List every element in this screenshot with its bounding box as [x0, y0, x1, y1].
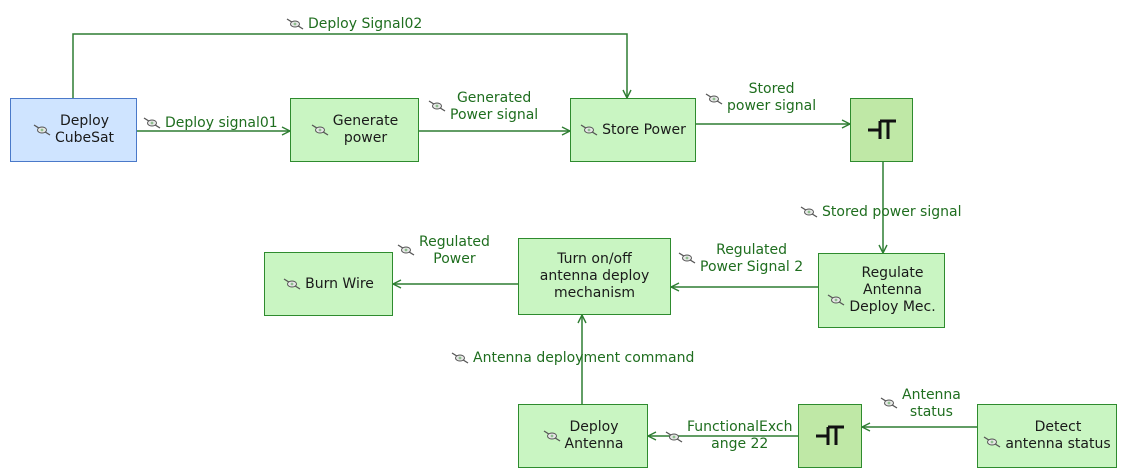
functional-exchange-icon [451, 352, 469, 364]
function-detect-antenna-status[interactable]: Detect antenna status [977, 404, 1117, 468]
exchange-label-regulated-power[interactable]: Regulated Power [397, 234, 490, 268]
function-icon [827, 294, 845, 306]
node-label: Detect antenna status [1005, 419, 1111, 452]
functional-exchange-icon [880, 397, 898, 409]
exchange-label-antenna-status[interactable]: Antenna status [880, 387, 961, 421]
function-icon [580, 124, 598, 136]
function-regulate-antenna[interactable]: Regulate Antenna Deploy Mec. [818, 253, 945, 328]
control-gate-bottom[interactable] [798, 404, 862, 468]
exchange-label-stored-power-signal-top[interactable]: Stored power signal [705, 81, 816, 115]
functional-exchange-icon [286, 18, 304, 30]
exchange-label-generated-power-signal[interactable]: Generated Power signal [428, 90, 538, 124]
exchange-label-functional-exchange-22[interactable]: FunctionalExch ange 22 [665, 419, 792, 453]
control-gate-icon [816, 425, 844, 445]
exchange-label-deploy-signal02[interactable]: Deploy Signal02 [286, 16, 422, 33]
functional-exchange-icon [397, 244, 415, 256]
edge-deploy-signal02[interactable] [72, 33, 627, 98]
functional-exchange-icon [705, 93, 723, 105]
exchange-label-antenna-deployment-command[interactable]: Antenna deployment command [451, 350, 694, 367]
function-icon [283, 278, 301, 290]
functional-exchange-icon [800, 206, 818, 218]
function-burn-wire[interactable]: Burn Wire [264, 252, 393, 316]
function-generate-power[interactable]: Generate power [290, 98, 419, 162]
exchange-label-regulated-power-signal-2[interactable]: Regulated Power Signal 2 [678, 242, 803, 276]
function-icon [543, 430, 561, 442]
functional-exchange-icon [428, 100, 446, 112]
function-store-power[interactable]: Store Power [570, 98, 696, 162]
functional-exchange-icon [678, 252, 696, 264]
exchange-label-stored-power-signal-down[interactable]: Stored power signal [800, 204, 961, 221]
functional-exchange-icon [665, 431, 683, 443]
function-icon [311, 124, 329, 136]
functional-exchange-icon [143, 117, 161, 129]
function-icon [983, 436, 1001, 448]
control-gate-icon [867, 119, 896, 139]
function-deploy-cubesat[interactable]: Deploy CubeSat [10, 98, 137, 162]
control-gate-top[interactable] [850, 98, 913, 162]
node-label: Deploy CubeSat [54, 113, 115, 146]
exchange-label-deploy-signal01[interactable]: Deploy signal01 [143, 115, 278, 132]
function-turn-on-off[interactable]: Turn on/off antenna deploy mechanism [518, 238, 671, 315]
function-deploy-antenna[interactable]: Deploy Antenna [518, 404, 648, 468]
function-icon [33, 124, 51, 136]
node-label: Deploy Antenna [564, 419, 624, 452]
node-label: Turn on/off antenna deploy mechanism [539, 251, 650, 301]
node-label: Regulate Antenna Deploy Mec. [849, 265, 936, 315]
node-label: Burn Wire [305, 275, 374, 292]
node-label: Store Power [602, 121, 686, 138]
node-label: Generate power [332, 113, 399, 146]
